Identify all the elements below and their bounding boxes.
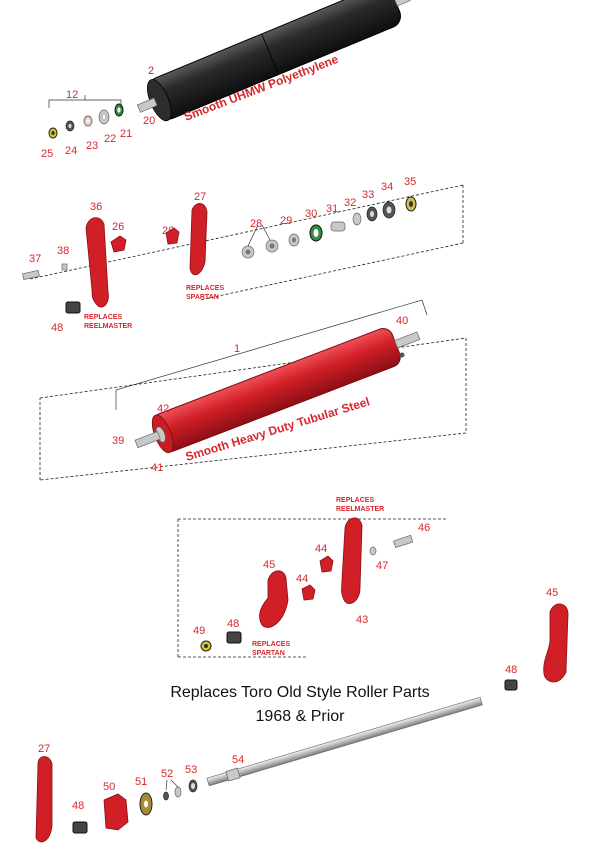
- note-spartan-1: SPARTAN: [186, 294, 219, 301]
- callout-48a: 48: [51, 322, 63, 334]
- callout-20: 20: [143, 115, 155, 127]
- callout-35: 35: [404, 176, 416, 188]
- shaft-54: [206, 696, 483, 787]
- callout-43: 43: [356, 614, 368, 626]
- callout-48b: 48: [227, 618, 239, 630]
- callout-29: 29: [280, 215, 292, 227]
- lower-bracket-assembly: REPLACES REELMASTER REPLACES SPARTAN: [177, 497, 448, 658]
- callout-42: 42: [157, 403, 169, 415]
- callout-38: 38: [57, 245, 69, 257]
- callout-51: 51: [135, 776, 147, 788]
- callout-12: 12: [66, 89, 78, 101]
- callout-49: 49: [193, 625, 205, 637]
- callout-47: 47: [376, 560, 388, 572]
- callout-1: 1: [234, 343, 240, 355]
- callout-28: 28: [250, 218, 262, 230]
- note-spartan-2: SPARTAN: [252, 650, 285, 657]
- callout-34: 34: [381, 181, 393, 193]
- callout-2: 2: [148, 65, 154, 77]
- note-replaces-spartan-1: REPLACES: [186, 285, 224, 292]
- callout-48c: 48: [505, 664, 517, 676]
- callout-21: 21: [120, 128, 132, 140]
- bracket-27: [189, 203, 208, 276]
- callout-45a: 45: [263, 559, 275, 571]
- callout-36: 36: [90, 201, 102, 213]
- callout-27b: 27: [38, 743, 50, 755]
- callout-27a: 27: [194, 191, 206, 203]
- note-reelmaster-1: REELMASTER: [84, 323, 132, 330]
- bracket-45-lower: [259, 570, 289, 628]
- callout-44b: 44: [296, 573, 308, 585]
- callout-25: 25: [41, 148, 53, 160]
- bracket-36: [85, 217, 109, 308]
- caption-line-2: 1968 & Prior: [255, 708, 345, 725]
- note-replaces-reelmaster-2: REPLACES: [336, 497, 374, 504]
- callout-24: 24: [65, 145, 77, 157]
- note-reelmaster-2: REELMASTER: [336, 506, 384, 513]
- callout-32: 32: [344, 197, 356, 209]
- poly-roller-assembly: Smooth UHMW Polyethylene: [48, 0, 411, 139]
- bracket-43: [341, 517, 363, 604]
- callout-41: 41: [151, 462, 163, 474]
- callout-40: 40: [396, 315, 408, 327]
- callout-37: 37: [29, 253, 41, 265]
- callout-50: 50: [103, 781, 115, 793]
- callout-31: 31: [326, 203, 338, 215]
- callout-23: 23: [86, 140, 98, 152]
- callout-22: 22: [104, 133, 116, 145]
- callout-39: 39: [112, 435, 124, 447]
- callout-30: 30: [305, 208, 317, 220]
- steel-roller: [134, 328, 421, 454]
- upper-bracket-assembly: REPLACES REELMASTER REPLACES SPARTAN: [22, 184, 464, 330]
- callout-46: 46: [418, 522, 430, 534]
- caption-line-1: Replaces Toro Old Style Roller Parts: [170, 684, 430, 701]
- callout-54: 54: [232, 754, 244, 766]
- callout-33: 33: [362, 189, 374, 201]
- callout-26b: 26: [162, 225, 174, 237]
- old-style-assembly: [35, 603, 569, 843]
- callout-45b: 45: [546, 587, 558, 599]
- note-replaces-spartan-2: REPLACES: [252, 641, 290, 648]
- callout-52: 52: [161, 768, 173, 780]
- bracket-27-lower: [35, 756, 53, 843]
- note-replaces-reelmaster-1: REPLACES: [84, 314, 122, 321]
- callout-48d: 48: [72, 800, 84, 812]
- callout-26a: 26: [112, 221, 124, 233]
- poly-roller: [136, 0, 411, 122]
- callout-labels: 2 12 20 21 22 23 24 25 36 26 26 27 37 38…: [29, 65, 558, 812]
- callout-53: 53: [185, 764, 197, 776]
- callout-44a: 44: [315, 543, 327, 555]
- upper-bearing-stack: [241, 196, 417, 259]
- bracket-45-right: [543, 603, 569, 683]
- hub-50: [103, 793, 129, 831]
